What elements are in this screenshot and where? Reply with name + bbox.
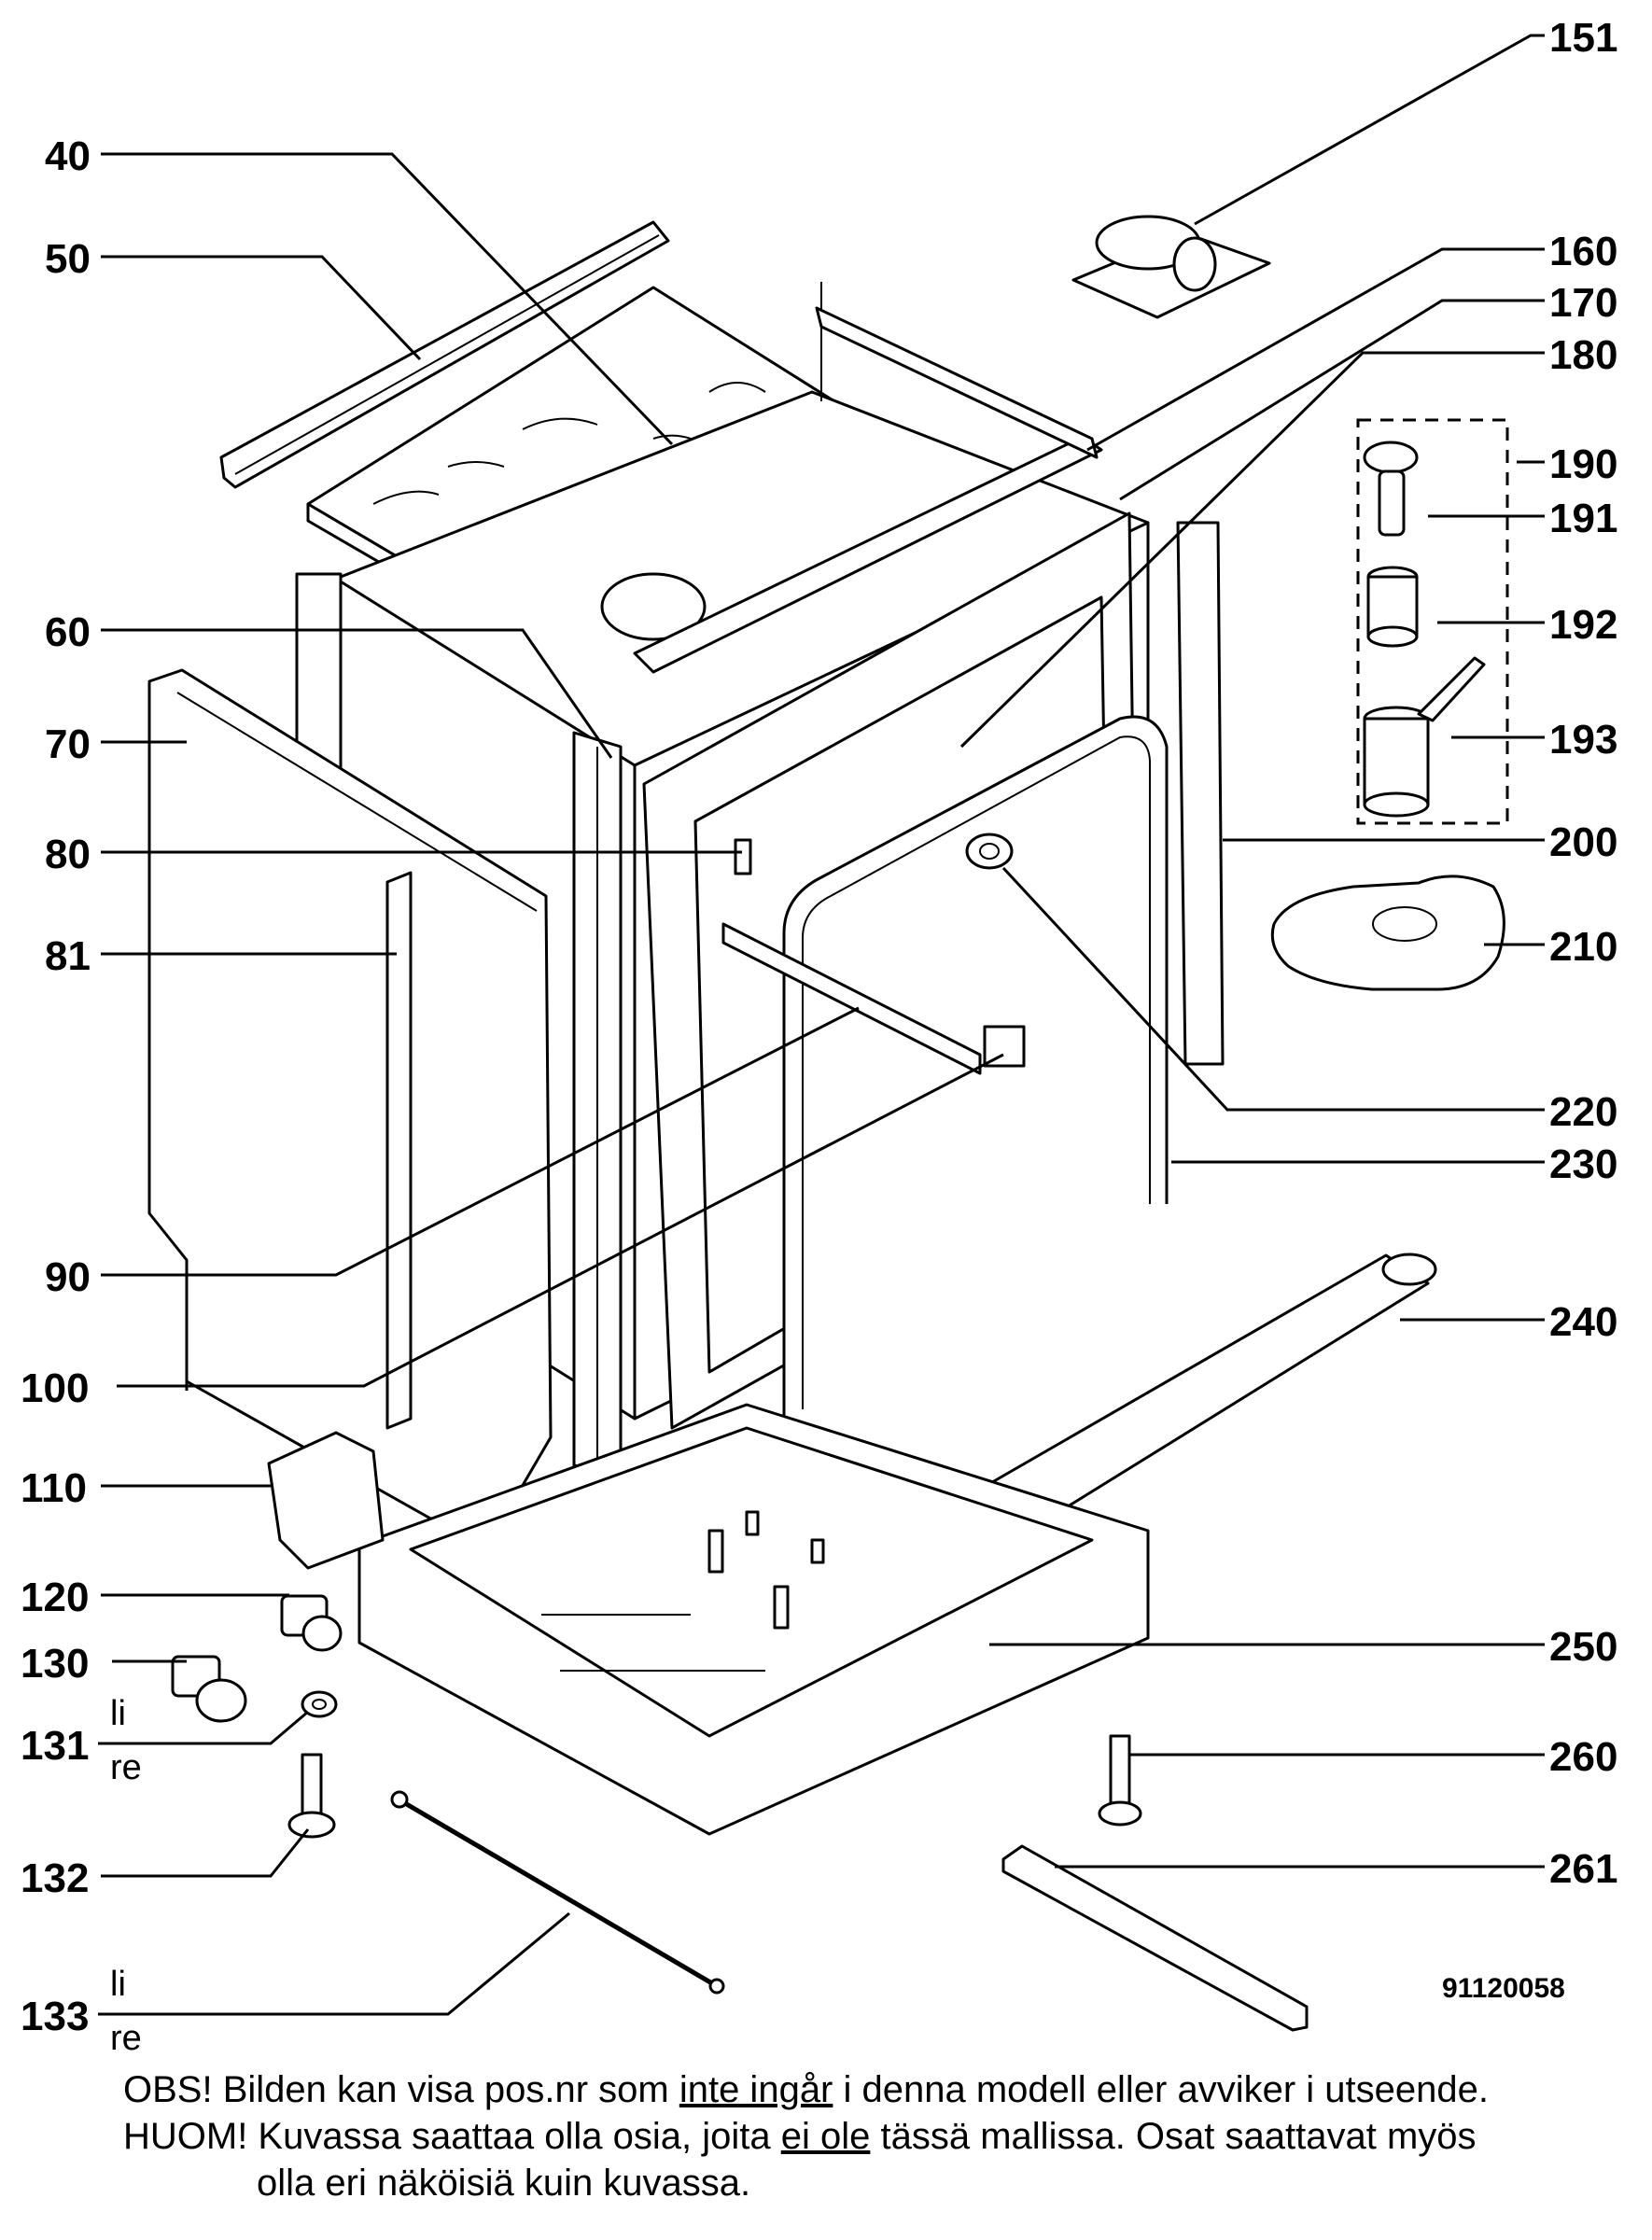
note-finnish-underlined: ei ole xyxy=(780,2116,871,2157)
note-swedish-text-1: OBS! Bilden kan visa pos.nr som xyxy=(123,2069,679,2110)
label-70: 70 xyxy=(45,721,91,767)
label-133: 133 xyxy=(21,1994,89,2039)
label-130: 130 xyxy=(21,1641,89,1687)
label-200: 200 xyxy=(1549,819,1617,865)
note-finnish-cont: olla eri näköisiä kuin kuvassa. xyxy=(257,2161,750,2205)
label-240: 240 xyxy=(1549,1299,1617,1345)
label-133-re: re xyxy=(110,2019,142,2058)
note-finnish-text-3: olla eri näköisiä kuin kuvassa. xyxy=(257,2163,751,2204)
label-131-li: li xyxy=(110,1694,126,1733)
label-100: 100 xyxy=(21,1365,89,1411)
diagram-id: 91120058 xyxy=(1442,1973,1565,2004)
part-131-washer xyxy=(301,1690,338,1718)
label-230: 230 xyxy=(1549,1141,1617,1187)
part-193-filter-basket xyxy=(1363,656,1486,818)
part-210-filter-plate xyxy=(1270,875,1505,991)
part-200-upright xyxy=(1176,521,1225,1066)
part-90-rail xyxy=(721,922,982,1075)
label-132: 132 xyxy=(21,1855,89,1901)
label-60: 60 xyxy=(45,609,91,655)
label-80: 80 xyxy=(45,832,91,877)
label-261: 261 xyxy=(1549,1846,1617,1892)
part-50-top-rail xyxy=(219,220,670,489)
label-260: 260 xyxy=(1549,1734,1617,1780)
label-193: 193 xyxy=(1549,717,1617,763)
part-160-rear-rail xyxy=(633,282,1103,674)
part-250-base xyxy=(357,1403,1150,1836)
part-80-clip xyxy=(734,838,752,875)
label-50: 50 xyxy=(45,236,91,282)
label-190: 190 xyxy=(1549,441,1617,487)
part-130-hose-connector xyxy=(171,1655,247,1723)
part-260-screw xyxy=(1098,1734,1142,1827)
part-192-filter-cup xyxy=(1366,566,1419,648)
label-191: 191 xyxy=(1549,496,1617,541)
part-190-filter-group xyxy=(1356,418,1509,825)
part-261-flat-bar xyxy=(1001,1844,1309,2032)
label-40: 40 xyxy=(45,133,91,179)
part-132-screw xyxy=(287,1753,336,1839)
part-front-upright xyxy=(572,731,623,1477)
part-120-connector xyxy=(280,1594,343,1652)
label-120: 120 xyxy=(21,1575,89,1620)
note-swedish-text-2: i denna modell eller avviker i utseende. xyxy=(833,2069,1490,2110)
label-210: 210 xyxy=(1549,924,1617,970)
note-swedish: OBS! Bilden kan visa pos.nr som inte ing… xyxy=(123,2067,1489,2112)
label-160: 160 xyxy=(1549,229,1617,274)
part-191-filter-stem xyxy=(1363,441,1419,537)
part-110-bracket xyxy=(267,1431,385,1570)
leader-lines xyxy=(98,34,1545,2016)
label-110: 110 xyxy=(21,1465,87,1511)
label-90: 90 xyxy=(45,1254,91,1300)
note-finnish: HUOM! Kuvassa saattaa olla osia, joita e… xyxy=(123,2114,1477,2159)
part-100-bracket xyxy=(983,1025,1026,1068)
note-swedish-underlined: inte ingår xyxy=(679,2069,833,2110)
label-133-li: li xyxy=(110,1965,126,2004)
label-131-re: re xyxy=(110,1748,142,1787)
part-151-rolled-sheet xyxy=(1071,215,1271,319)
label-151: 151 xyxy=(1549,15,1617,61)
label-250: 250 xyxy=(1549,1624,1617,1670)
part-labels-left: 40 50 60 70 80 81 90 100 110 120 130 131… xyxy=(21,133,142,2058)
label-131: 131 xyxy=(21,1723,89,1769)
note-finnish-text-2: tässä mallissa. Osat saattavat myös xyxy=(870,2116,1477,2157)
label-81: 81 xyxy=(45,933,91,979)
part-81-strip xyxy=(385,871,413,1430)
label-220: 220 xyxy=(1549,1089,1617,1135)
part-220-round-seal xyxy=(965,833,1014,870)
note-finnish-text-1: HUOM! Kuvassa saattaa olla osia, joita xyxy=(123,2116,781,2157)
label-170: 170 xyxy=(1549,280,1617,326)
label-180: 180 xyxy=(1549,332,1617,378)
part-133-rod xyxy=(390,1790,725,1995)
label-192: 192 xyxy=(1549,602,1617,648)
part-labels-right: 151 160 170 180 190 191 192 193 200 210 … xyxy=(1549,15,1617,1892)
